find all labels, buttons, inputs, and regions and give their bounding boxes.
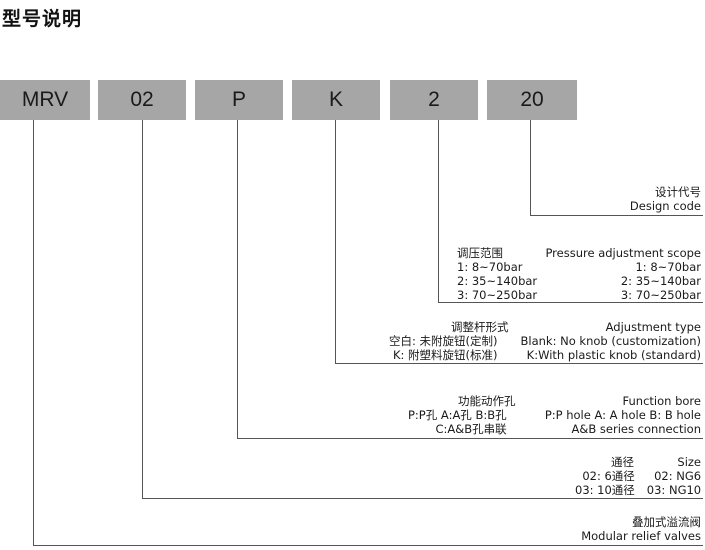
connector-vertical-02 xyxy=(142,120,143,498)
connector-vertical-2 xyxy=(438,120,439,302)
valve-type-en: Modular relief valves xyxy=(581,529,701,543)
adjustment-zh-row: 空白: 未附旋钮(定制) xyxy=(389,334,498,348)
connector-vertical-20 xyxy=(530,120,531,215)
adjustment-en-row: K:With plastic knob (standard) xyxy=(526,348,701,362)
code-box-k: K xyxy=(292,80,380,120)
pressure-scope-en: Pressure adjustment scope xyxy=(545,246,701,260)
design-code-en: Design code xyxy=(629,199,701,213)
connector-horizontal-02 xyxy=(142,498,703,499)
size-block: 通径 Size 02: 6通径 03: 10通径 02: NG6 03: NG1… xyxy=(575,455,701,497)
connector-horizontal-20 xyxy=(530,215,703,216)
code-box-02: 02 xyxy=(98,80,186,120)
size-en-row: 03: NG10 xyxy=(646,483,702,497)
adjustment-en-row: Blank: No knob (customization) xyxy=(520,334,701,348)
design-code-zh: 设计代号 xyxy=(655,185,701,199)
valve-type-label: 叠加式溢流阀 Modular relief valves xyxy=(581,515,701,543)
page-title: 型号说明 xyxy=(2,8,83,30)
function-bore-zh-row: P:P孔 A:A孔 B:B孔 xyxy=(408,408,507,422)
design-code-label: 设计代号 Design code xyxy=(630,185,701,213)
valve-type-zh: 叠加式溢流阀 xyxy=(632,515,701,529)
connector-horizontal-2 xyxy=(438,302,703,303)
pressure-en-row: 1: 8~70bar xyxy=(635,260,701,274)
pressure-en-row: 2: 35~140bar xyxy=(620,274,701,288)
function-bore-en: Function bore xyxy=(622,394,701,408)
connector-vertical-k xyxy=(335,120,336,363)
connector-horizontal-k xyxy=(335,363,703,364)
code-box-mrv: MRV xyxy=(0,80,90,120)
size-en: Size xyxy=(677,455,701,469)
size-zh-row: 02: 6通径 xyxy=(582,469,635,483)
pressure-scope-zh: 调压范围 xyxy=(457,246,503,260)
code-box-2: 2 xyxy=(390,80,478,120)
pressure-zh-row: 2: 35~140bar xyxy=(457,274,538,288)
adjustment-zh-row: K: 附塑料旋钮(标准) xyxy=(392,348,498,362)
code-box-20: 20 xyxy=(487,80,577,120)
connector-horizontal-p xyxy=(237,438,703,439)
function-bore-en-row: A&B series connection xyxy=(571,422,701,436)
pressure-zh-row: 1: 8~70bar xyxy=(457,260,523,274)
function-bore-zh: 功能动作孔 xyxy=(458,394,516,408)
function-bore-en-row: P:P hole A: A hole B: B hole xyxy=(544,408,701,422)
adjustment-type-zh: 调整杆形式 xyxy=(451,320,509,334)
pressure-scope-block: 调压范围 Pressure adjustment scope 1: 8~70ba… xyxy=(457,246,701,302)
pressure-en-row: 3: 70~250bar xyxy=(620,288,701,302)
connector-vertical-p xyxy=(237,120,238,438)
connector-vertical-mrv xyxy=(33,120,34,545)
size-en-row: 02: NG6 xyxy=(654,469,702,483)
adjustment-type-en: Adjustment type xyxy=(605,320,701,334)
size-zh: 通径 xyxy=(611,455,634,469)
adjustment-type-block: 调整杆形式 Adjustment type 空白: 未附旋钮(定制) K: 附塑… xyxy=(389,320,701,362)
pressure-zh-row: 3: 70~250bar xyxy=(457,288,538,302)
function-bore-block: 功能动作孔 Function bore P:P孔 A:A孔 B:B孔 C:A&B… xyxy=(408,394,701,436)
function-bore-zh-row: C:A&B孔串联 xyxy=(435,422,507,436)
code-box-p: P xyxy=(195,80,283,120)
size-zh-row: 03: 10通径 xyxy=(575,483,635,497)
connector-horizontal-mrv xyxy=(33,545,703,546)
